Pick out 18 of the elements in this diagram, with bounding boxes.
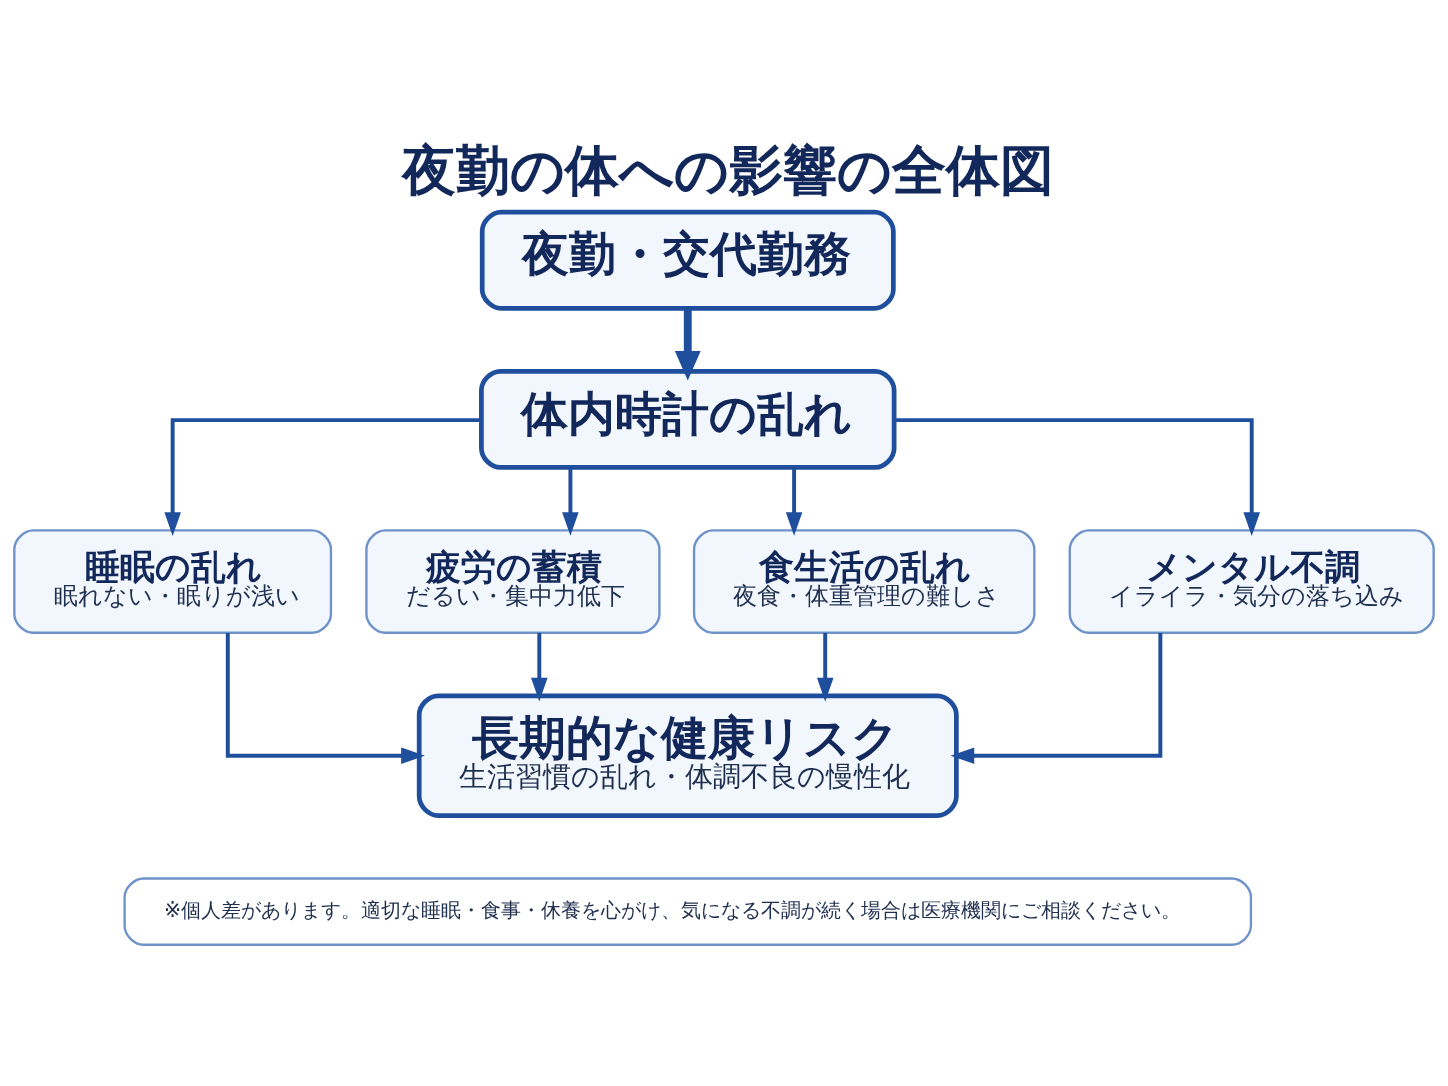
node-box: メンタル不調 イライラ・気分の落ち込み xyxy=(1068,529,1435,634)
node-box: 長期的な健康リスク 生活習慣の乱れ・体調不良の慢性化 xyxy=(416,693,959,818)
node-box: 食生活の乱れ 夜食・体重管理の難しさ xyxy=(692,529,1036,634)
node-box: 疲労の蓄積 だるい・集中力低下 xyxy=(365,529,661,634)
arrow xyxy=(674,308,701,381)
node-box: ※個人差があります。適切な睡眠・食事・休養を心がけ、気になる不調が続く場合は医療機関にご相談ください。 xyxy=(123,877,1253,946)
node-box: 夜勤・交代勤務 xyxy=(479,209,896,311)
arrow xyxy=(225,632,425,764)
arrow xyxy=(816,632,834,702)
node-box: 体内時計の乱れ xyxy=(479,368,897,470)
arrow xyxy=(894,418,1260,537)
arrow xyxy=(950,632,1163,764)
arrow xyxy=(164,418,482,537)
arrow xyxy=(531,632,548,702)
arrow xyxy=(562,467,579,536)
node-box: 睡眠の乱れ 眠れない・眠りが浅い xyxy=(13,529,333,634)
arrow xyxy=(785,467,803,536)
diagram-title: 夜勤の体への影響の全体図 xyxy=(401,138,1054,202)
